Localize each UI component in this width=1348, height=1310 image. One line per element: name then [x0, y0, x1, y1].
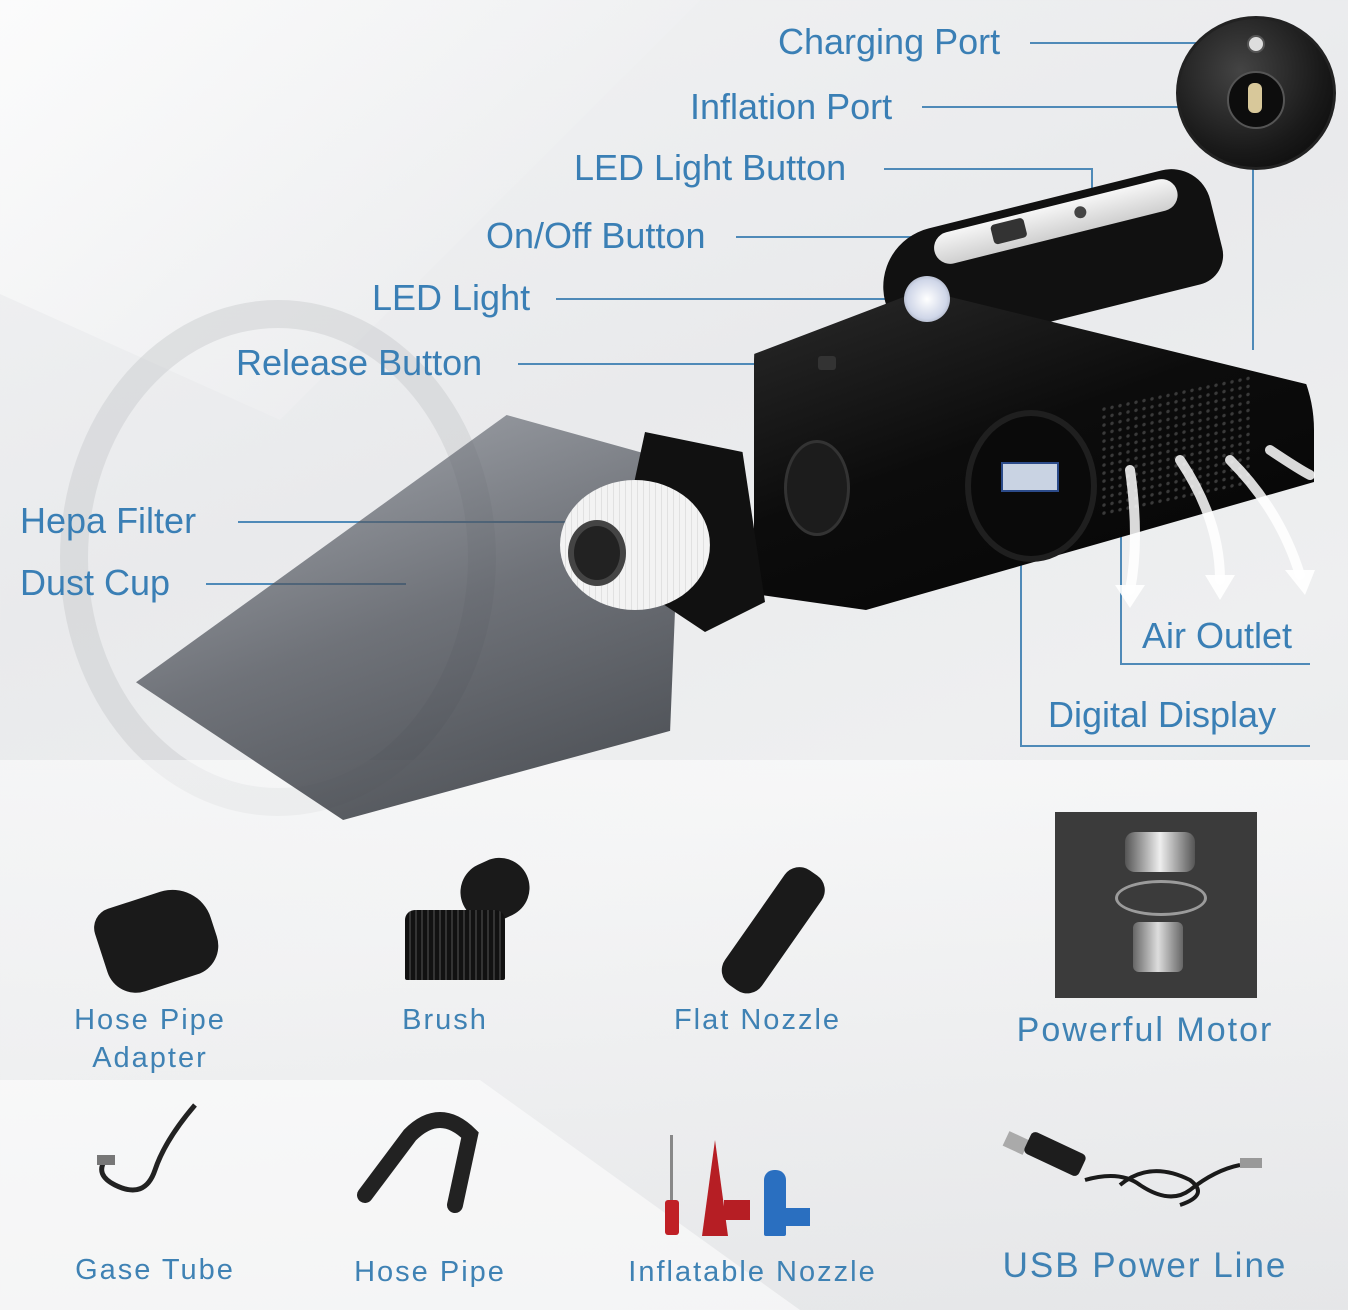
label-dust-cup: Dust Cup	[20, 562, 171, 603]
leader-port-vertical	[1252, 160, 1254, 350]
release-button[interactable]	[818, 356, 836, 370]
leader-display-v	[1020, 480, 1022, 746]
dust-cup	[136, 415, 681, 820]
hose-pipe-image	[357, 1112, 479, 1213]
accessory-label-gas-tube: Gase Tube	[75, 1254, 235, 1286]
hepa-filter	[560, 480, 710, 610]
leader-led-button-h	[884, 168, 1092, 170]
inflatable-nozzle-blue	[764, 1170, 812, 1236]
powerful-motor-image	[1055, 812, 1257, 998]
inflatable-nozzle-red	[702, 1140, 752, 1236]
label-hepa-filter: Hepa Filter	[20, 500, 197, 541]
leader-air-outlet-h	[1120, 663, 1310, 665]
gas-tube-image	[97, 1103, 197, 1193]
label-air-outlet: Air Outlet	[1142, 615, 1293, 656]
hose-pipe-adapter-image	[88, 879, 227, 1001]
leader-led-light	[556, 298, 916, 300]
label-led-light: LED Light	[372, 277, 531, 318]
accessory-label-brush: Brush	[402, 1004, 488, 1036]
inflation-port-ring	[1227, 71, 1285, 129]
inflatable-nozzle-needle	[665, 1135, 679, 1235]
leader-inflation-port	[922, 106, 1242, 108]
front-intake	[784, 440, 850, 536]
handle-top-strip	[930, 175, 1182, 268]
filter-core	[568, 520, 626, 586]
label-digital-display: Digital Display	[1048, 694, 1277, 735]
leader-charging-port	[1030, 42, 1240, 44]
airflow-arrows-icon	[1115, 445, 1315, 608]
accessory-label-hose-pipe: Hose Pipe	[354, 1256, 506, 1288]
brush-image	[400, 848, 545, 990]
led-light	[904, 276, 950, 322]
port-closeup	[1176, 16, 1336, 170]
label-inflation-port: Inflation Port	[690, 86, 893, 127]
label-charging-port: Charging Port	[778, 21, 1001, 62]
usb-power-line-image	[1002, 1131, 1262, 1207]
inflation-valve	[1248, 83, 1262, 113]
accessory-label-inflatable-nozzle: Inflatable Nozzle	[628, 1256, 877, 1288]
accessory-label-flat-nozzle: Flat Nozzle	[673, 1004, 842, 1036]
leader-release	[518, 363, 828, 365]
label-on-off-button: On/Off Button	[486, 215, 706, 256]
leader-air-outlet-v	[1120, 480, 1122, 664]
charging-port-hole	[1247, 35, 1265, 53]
label-release-button: Release Button	[236, 342, 483, 383]
leader-display-h	[1020, 745, 1310, 747]
flat-nozzle-image	[675, 850, 835, 1001]
accessory-label-powerful-motor: Powerful Motor	[1016, 1011, 1274, 1049]
leader-on-off	[736, 236, 1036, 238]
accessory-label-usb-power-line: USB Power Line	[1002, 1246, 1288, 1285]
display-bezel	[965, 410, 1097, 562]
label-led-light-button: LED Light Button	[574, 147, 847, 188]
digital-display-screen	[1001, 462, 1059, 492]
